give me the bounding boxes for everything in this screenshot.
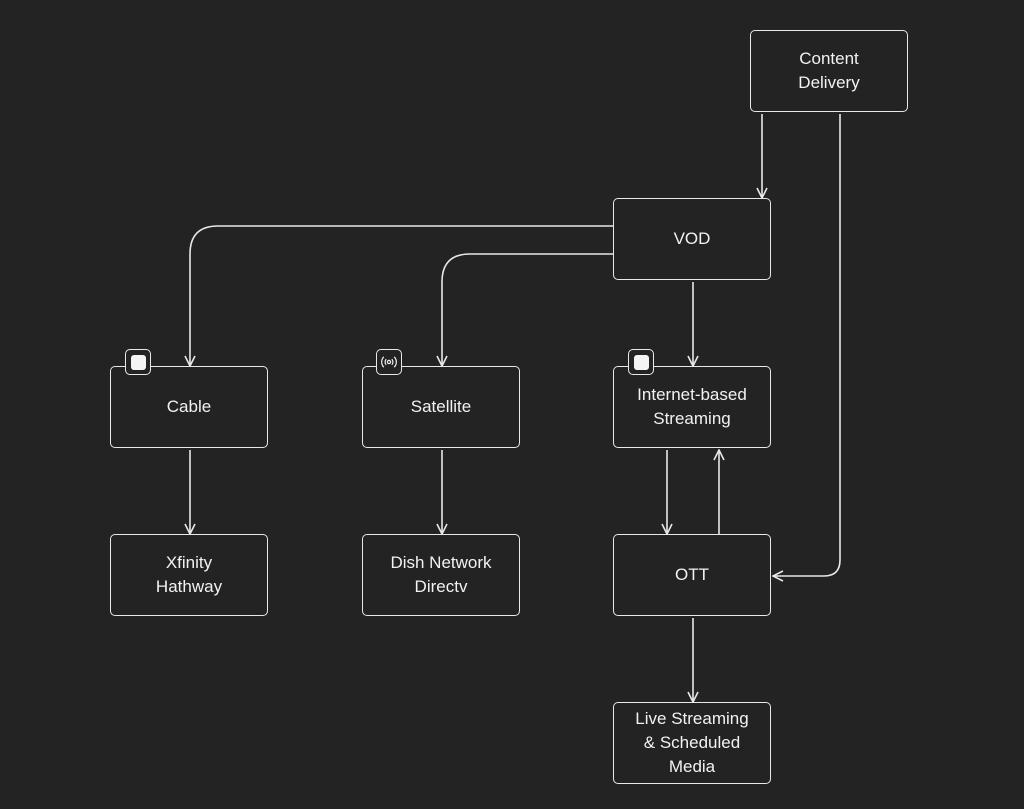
edge-content-to-ott <box>773 114 841 576</box>
node-satellite-providers[interactable]: Dish Network Directv <box>362 534 520 616</box>
square-icon <box>125 349 151 375</box>
node-cable[interactable]: Cable <box>110 366 268 448</box>
node-cable-providers[interactable]: Xfinity Hathway <box>110 534 268 616</box>
node-live-streaming[interactable]: Live Streaming & Scheduled Media <box>613 702 771 784</box>
node-internet-streaming[interactable]: Internet-based Streaming <box>613 366 771 448</box>
square-icon <box>628 349 654 375</box>
broadcast-icon <box>376 349 402 375</box>
edge-vod-to-satellite <box>442 253 613 366</box>
node-content-delivery[interactable]: Content Delivery <box>750 30 908 112</box>
node-vod[interactable]: VOD <box>613 198 771 280</box>
node-ott[interactable]: OTT <box>613 534 771 616</box>
edge-vod-to-cable <box>190 225 613 366</box>
node-satellite[interactable]: Satellite <box>362 366 520 448</box>
